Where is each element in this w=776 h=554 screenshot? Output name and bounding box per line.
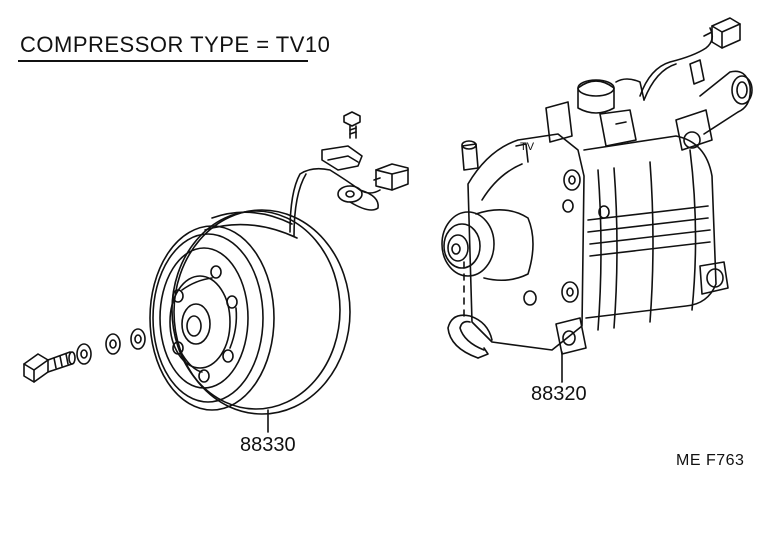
svg-text:TV: TV bbox=[520, 141, 535, 153]
part-number-clutch: 88330 bbox=[240, 434, 296, 456]
compressor-body: TV bbox=[442, 18, 752, 354]
washer-icon bbox=[77, 344, 91, 364]
drawing-code: ME F763 bbox=[676, 452, 745, 469]
diagram-title: COMPRESSOR TYPE = TV10 bbox=[20, 32, 331, 57]
snap-ring-icon bbox=[448, 315, 492, 358]
bolt-icon bbox=[24, 352, 75, 382]
part-number-compressor: 88320 bbox=[531, 383, 587, 405]
washer-icon bbox=[106, 334, 120, 354]
washer-icon bbox=[131, 329, 145, 349]
screw-icon bbox=[344, 112, 360, 138]
bracket-icon bbox=[322, 146, 362, 170]
wire-connector-icon bbox=[374, 164, 408, 190]
magnetic-clutch-assembly bbox=[150, 169, 380, 414]
title-underline bbox=[18, 60, 308, 62]
